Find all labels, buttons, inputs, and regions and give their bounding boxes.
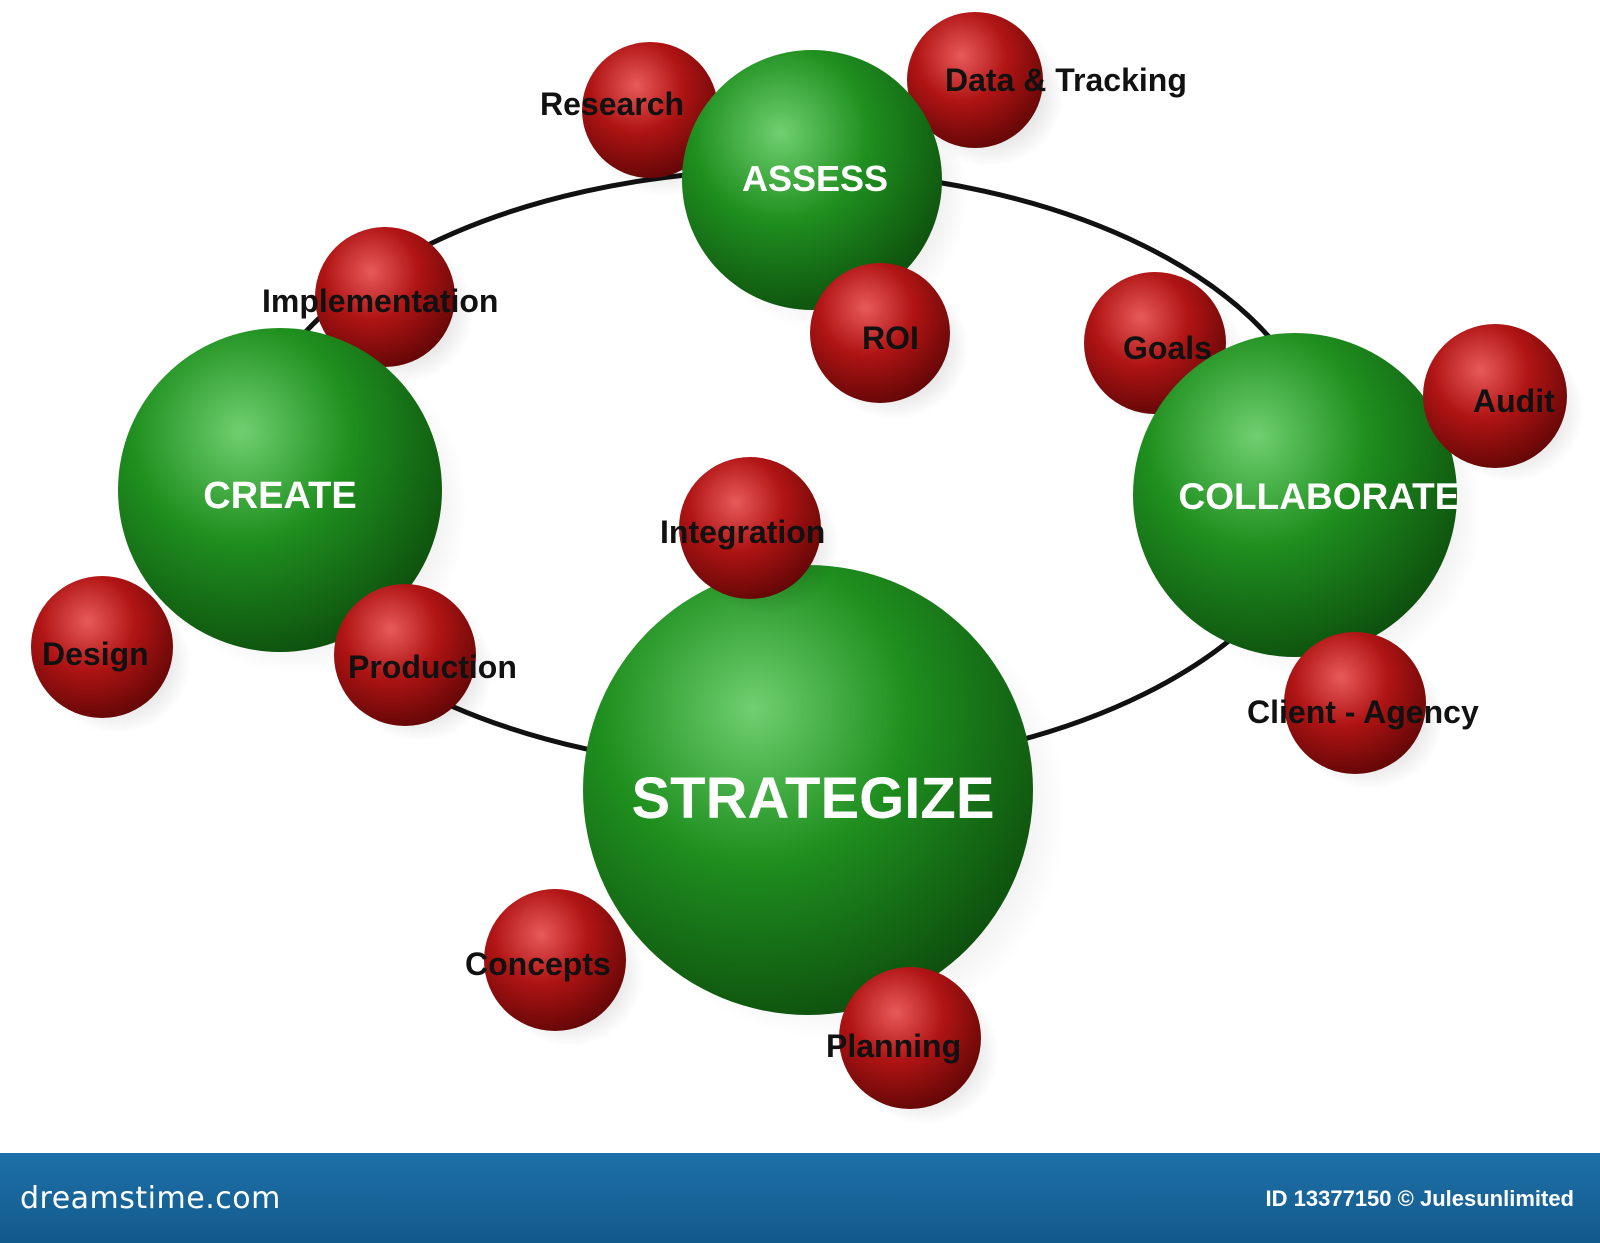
assess-bubble xyxy=(682,50,942,310)
research-bubble xyxy=(582,42,718,178)
audit-bubble xyxy=(1423,324,1567,468)
assess-label: ASSESS xyxy=(742,158,888,199)
assess-cluster xyxy=(582,12,1064,420)
create-cluster xyxy=(31,227,494,742)
concepts-label: Concepts xyxy=(465,946,611,982)
client-agency-label: Client - Agency xyxy=(1247,694,1479,730)
roi-label: ROI xyxy=(862,320,919,356)
create-label: CREATE xyxy=(203,475,356,517)
roi-bubble xyxy=(810,263,950,403)
dreamstime-logo: dreamstime.com xyxy=(20,1181,281,1216)
implementation-label: Implementation xyxy=(262,283,498,319)
production-label: Production xyxy=(348,649,517,685)
planning-label: Planning xyxy=(826,1028,961,1064)
research-label: Research xyxy=(540,86,684,122)
cycle-diagram: ASSESS CREATE COLLABORATE STRATEGIZE Res… xyxy=(31,12,1584,1125)
watermark-footer: dreamstime.com ID 13377150 © Julesunlimi… xyxy=(0,1153,1600,1243)
client-agency-bubble xyxy=(1284,632,1426,774)
data-tracking-bubble xyxy=(907,12,1043,148)
integration-bubble xyxy=(679,457,821,599)
production-bubble xyxy=(334,584,476,726)
design-label: Design xyxy=(42,636,149,672)
strategize-cluster xyxy=(484,457,1067,1125)
design-bubble xyxy=(31,576,173,718)
collaborate-label: COLLABORATE xyxy=(1179,476,1460,517)
strategize-label: STRATEGIZE xyxy=(631,766,994,831)
goals-label: Goals xyxy=(1123,330,1212,366)
audit-label: Audit xyxy=(1473,383,1555,419)
collaborate-bubble xyxy=(1133,333,1457,657)
planning-bubble xyxy=(839,967,981,1109)
data-tracking-label: Data & Tracking xyxy=(945,62,1187,98)
create-bubble xyxy=(118,328,442,652)
collaborate-cluster xyxy=(1084,272,1584,790)
strategize-bubble xyxy=(583,565,1033,1015)
image-credit: ID 13377150 © Julesunlimited xyxy=(1265,1186,1574,1211)
implementation-bubble xyxy=(315,227,455,367)
concepts-bubble xyxy=(484,889,626,1031)
integration-label: Integration xyxy=(660,514,825,550)
